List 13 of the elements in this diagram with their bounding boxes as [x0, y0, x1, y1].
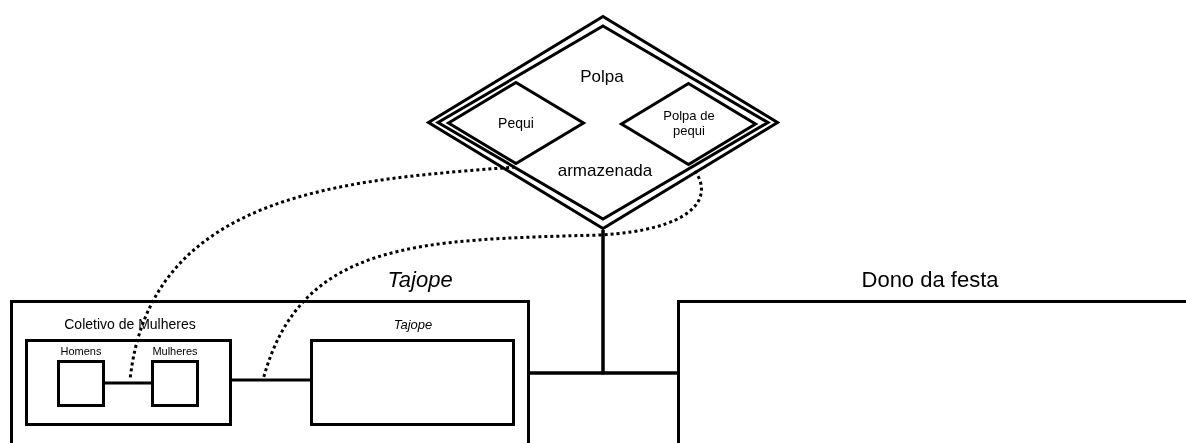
- connector-line: [232, 378, 310, 382]
- box-heading: Mulheres: [152, 344, 198, 358]
- box-heading: Tajope: [393, 317, 433, 333]
- node-label: Polpa: [579, 67, 625, 87]
- node-label: Polpa de pequi: [662, 109, 716, 139]
- connector-line: [105, 381, 151, 385]
- box-heading: Dono da festa: [861, 267, 999, 293]
- node-label: Pequi: [497, 114, 535, 132]
- box-heading: Coletivo de Mulheres: [64, 317, 196, 333]
- connector-line: [601, 230, 677, 375]
- box-heading: Tajope: [387, 267, 453, 293]
- box-heading: Homens: [60, 344, 102, 358]
- node-label: armazenada: [556, 161, 654, 181]
